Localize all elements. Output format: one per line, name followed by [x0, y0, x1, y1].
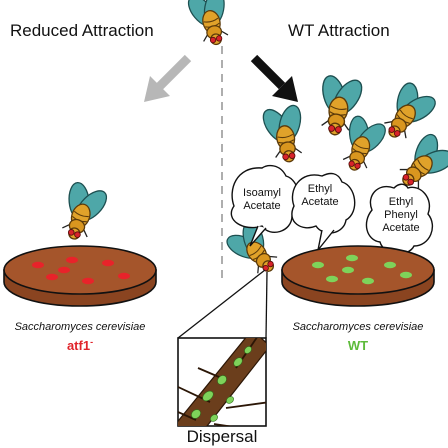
right-species-label: Saccharomyces cerevisiae	[293, 321, 424, 333]
colony-spot	[400, 271, 412, 279]
odor-bubble-line: Acetate	[243, 200, 280, 212]
colony-spot	[384, 261, 396, 269]
wt-fly-icon	[255, 99, 314, 167]
right-petri-dish	[281, 245, 435, 307]
yeast-cell	[226, 396, 234, 404]
colony-spot	[82, 277, 94, 285]
colony-spot	[342, 266, 354, 274]
yeast-cell	[233, 357, 243, 367]
yeast-cell	[191, 409, 201, 419]
colony-spot	[58, 266, 70, 274]
yeast-cells	[191, 346, 252, 422]
header-wt-attraction: WT Attraction	[288, 21, 390, 40]
wt-arrow	[250, 54, 298, 102]
left-fly-icon	[49, 174, 116, 248]
zoom-line	[265, 271, 268, 339]
yeast-cell	[217, 375, 227, 385]
colony-spot	[312, 261, 324, 269]
colony-spot	[102, 259, 114, 267]
yeast-cell	[210, 414, 218, 422]
dispersal-inset	[177, 337, 267, 427]
left-petri-dish	[3, 245, 157, 307]
header-reduced-attraction: Reduced Attraction	[10, 21, 154, 40]
yeast-cell	[244, 346, 252, 354]
colony-spot	[66, 256, 78, 264]
left-species-label: Saccharomyces cerevisiae	[15, 321, 146, 333]
left-strain-label: atf1-	[67, 337, 93, 353]
zoom-line	[177, 269, 266, 339]
odor-bubble-line: Isoamyl	[243, 187, 281, 199]
colony-spot	[32, 261, 44, 269]
odor-bubble-line: Ethyl	[389, 196, 413, 208]
colony-spot	[46, 273, 58, 281]
right-colony-spots	[312, 254, 412, 285]
top-fly-icon	[180, 0, 240, 51]
colony-spot	[118, 272, 130, 280]
odor-bubble-line: Acetate	[301, 196, 338, 208]
right-strain-label: WT	[348, 338, 368, 353]
reduced-arrow	[144, 54, 192, 102]
odor-bubble-line: Ethyl	[308, 183, 332, 195]
odor-bubble-line: Phenyl	[384, 209, 418, 221]
colony-spot	[346, 254, 358, 262]
left-colony-spots	[32, 256, 130, 285]
yeast-cell	[202, 390, 214, 402]
odor-bubble-line: Acetate	[382, 222, 419, 234]
colony-spot	[362, 277, 374, 285]
colony-spot	[326, 275, 338, 283]
dispersal-label: Dispersal	[187, 427, 258, 446]
